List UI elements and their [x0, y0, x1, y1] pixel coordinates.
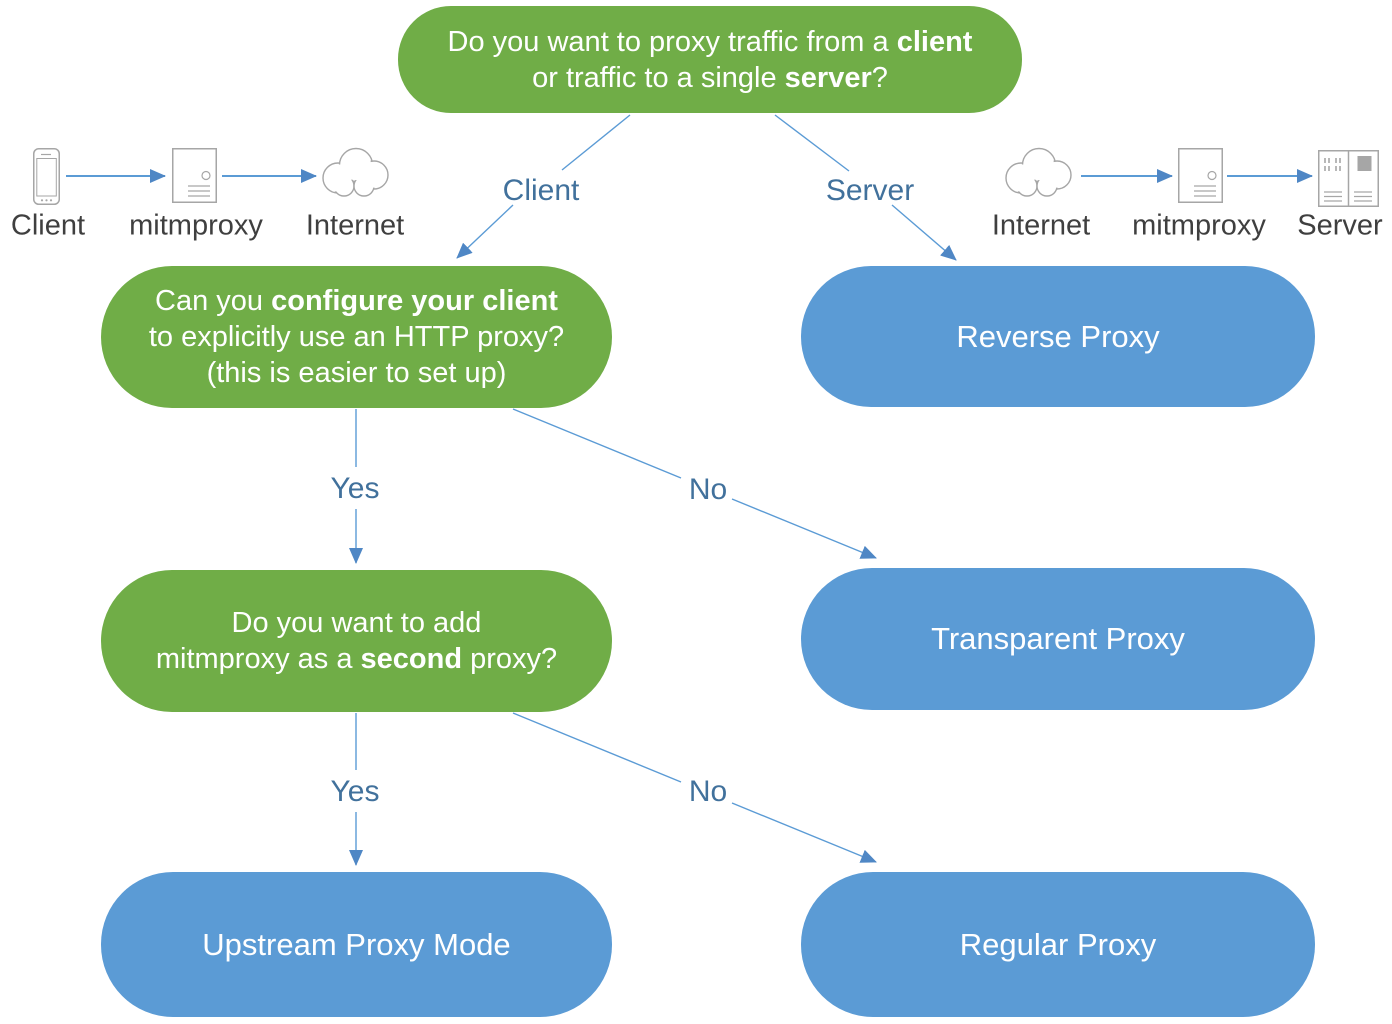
- result-label: Regular Proxy: [959, 926, 1157, 962]
- text-segment-bold: client: [896, 25, 973, 58]
- server-icon: [172, 148, 217, 203]
- text-segment: Do you want to add: [231, 607, 482, 639]
- branch-label-client: Client: [502, 174, 580, 207]
- result-transparent-proxy: Transparent Proxy: [801, 568, 1315, 710]
- tree-edges: [349, 114, 957, 866]
- caption-server: Server: [1297, 209, 1383, 242]
- branch-label-no-1: No: [688, 473, 728, 506]
- cloud-icon: [1005, 147, 1072, 197]
- text-segment: proxy?: [462, 643, 558, 675]
- text-segment-bold: configure your client: [271, 285, 558, 317]
- decision-second-line-2: mitmproxy as a second proxy?: [156, 641, 557, 677]
- decision-configure-line-3: (this is easier to set up): [207, 355, 507, 391]
- decision-second-line-1: Do you want to add: [232, 605, 482, 641]
- result-upstream-proxy-mode: Upstream Proxy Mode: [101, 872, 612, 1017]
- result-reverse-proxy: Reverse Proxy: [801, 266, 1315, 407]
- decision-configure-line-1: Can you configure your client: [155, 283, 558, 319]
- result-label: Reverse Proxy: [956, 318, 1160, 354]
- text-segment: (this is easier to set up): [206, 357, 507, 389]
- edge-no1-to-transparent: [731, 498, 877, 559]
- smartphone-icon: [33, 148, 60, 205]
- branch-label-server: Server: [825, 174, 915, 207]
- text-segment: to explicitly use an HTTP proxy?: [148, 321, 565, 353]
- result-label: Transparent Proxy: [931, 621, 1185, 656]
- decision-root: Do you want to proxy traffic from a clie…: [398, 6, 1022, 113]
- decision-configure-client: Can you configure your client to explici…: [101, 266, 612, 408]
- edge-client-label-to-config: [456, 204, 514, 259]
- text-segment: Do you want to proxy traffic from a: [447, 25, 897, 58]
- text-segment-bold: server: [784, 61, 872, 94]
- branch-label-yes-1: Yes: [330, 472, 380, 505]
- caption-mitmproxy-right: mitmproxy: [1132, 209, 1266, 242]
- decision-root-line-2: or traffic to a single server?: [532, 60, 888, 96]
- branch-label-yes-2: Yes: [330, 775, 380, 808]
- result-regular-proxy: Regular Proxy: [801, 872, 1315, 1017]
- caption-internet-left: Internet: [305, 209, 405, 242]
- edge-server-label-to-reverse: [891, 204, 957, 261]
- text-segment: or traffic to a single: [532, 61, 785, 94]
- text-segment: ?: [871, 61, 888, 94]
- caption-internet-right: Internet: [991, 209, 1091, 242]
- text-segment: Can you: [155, 285, 272, 317]
- edge-root-to-client-label: [561, 114, 631, 171]
- decision-second-proxy: Do you want to add mitmproxy as a second…: [101, 570, 612, 712]
- text-segment-bold: second: [360, 643, 463, 675]
- decision-root-line-1: Do you want to proxy traffic from a clie…: [448, 24, 973, 60]
- caption-mitmproxy-left: mitmproxy: [129, 209, 263, 242]
- branch-label-no-2: No: [688, 775, 728, 808]
- edge-second-to-no2: [512, 712, 682, 783]
- text-segment: mitmproxy as a: [155, 643, 361, 675]
- decision-configure-line-2: to explicitly use an HTTP proxy?: [149, 319, 564, 355]
- result-label: Upstream Proxy Mode: [202, 926, 511, 962]
- edge-no2-to-regular: [731, 802, 877, 863]
- cloud-icon: [322, 147, 389, 197]
- server-icon: [1178, 148, 1223, 203]
- edge-root-to-server-label: [774, 114, 850, 172]
- server-rack-icon: [1318, 150, 1379, 207]
- edge-config-to-no1: [512, 408, 682, 479]
- caption-client: Client: [10, 209, 86, 242]
